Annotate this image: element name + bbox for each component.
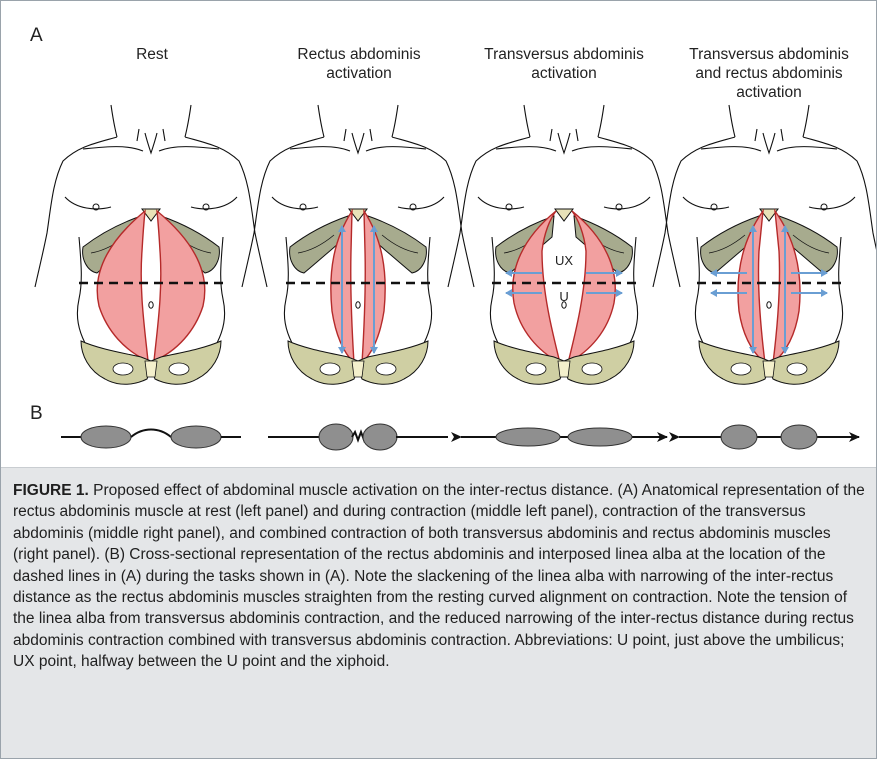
neck-tendons (344, 129, 372, 141)
anatomy-drawing: UX U (1, 1, 876, 467)
pubic-symphysis (558, 361, 570, 377)
clavicles (290, 147, 426, 151)
chest-outline (683, 197, 855, 209)
torso-combined (653, 105, 876, 384)
ux-point-label: UX (555, 253, 573, 268)
sternal-notch (558, 133, 570, 153)
sternal-notch (145, 133, 157, 153)
neck-tendons (550, 129, 578, 141)
torso-rectus (242, 105, 474, 384)
torso-transversus: UX U (448, 105, 680, 384)
sternal-notch (763, 133, 775, 153)
transversus-rectus-left (496, 428, 560, 446)
neck-tendons (755, 129, 783, 141)
neck-outline (524, 105, 604, 137)
right-obturator (582, 363, 602, 375)
neck-outline (111, 105, 191, 137)
combined-rectus-right (781, 425, 817, 449)
pubic-symphysis (145, 361, 157, 377)
rectus-rectus-left (319, 424, 353, 450)
neck-outline (318, 105, 398, 137)
pubic-symphysis (352, 361, 364, 377)
chest-outline (65, 197, 237, 209)
left-obturator (320, 363, 340, 375)
rest-linea-alba (131, 430, 171, 438)
rest-rectus-left (81, 426, 131, 448)
umbilicus (149, 302, 153, 308)
right-obturator (787, 363, 807, 375)
right-obturator (169, 363, 189, 375)
combined-rectus-left (721, 425, 757, 449)
torso-rest (35, 105, 267, 384)
clavicles (496, 147, 632, 151)
u-point-label: U (559, 289, 568, 304)
clavicles (701, 147, 837, 151)
caption-label: FIGURE 1. (13, 482, 89, 499)
sternal-notch (352, 133, 364, 153)
neck-outline (729, 105, 809, 137)
chest-outline (478, 197, 650, 209)
neck-tendons (137, 129, 165, 141)
left-obturator (731, 363, 751, 375)
xiphoid (555, 209, 573, 221)
pubic-symphysis (763, 361, 775, 377)
chest-outline (272, 197, 444, 209)
transversus-rectus-right (568, 428, 632, 446)
rest-rectus-right (171, 426, 221, 448)
right-obturator (376, 363, 396, 375)
clavicles (83, 147, 219, 151)
rectus-rectus-right (363, 424, 397, 450)
left-obturator (526, 363, 546, 375)
umbilicus (767, 302, 771, 308)
figure-caption: FIGURE 1. Proposed effect of abdominal m… (1, 467, 876, 758)
umbilicus (356, 302, 360, 308)
caption-text: Proposed effect of abdominal muscle acti… (13, 482, 865, 670)
left-obturator (113, 363, 133, 375)
